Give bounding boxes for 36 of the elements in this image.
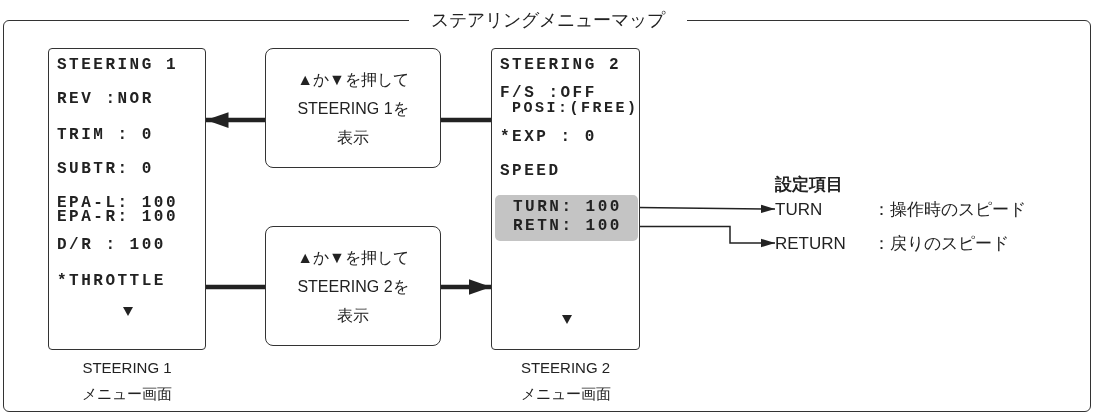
instruction-text: ▲か▼を押してSTEERING 1を表示 xyxy=(296,69,410,148)
screen-text: *EXP : 0 xyxy=(500,129,597,145)
screen-caption: STEERING 1 xyxy=(81,358,173,378)
connector-line xyxy=(206,284,265,290)
setting-description: ：操作時のスピード xyxy=(873,199,1026,221)
screen-text: EPA-R: 100 xyxy=(57,209,178,225)
setting-description: ：戻りのスピード xyxy=(873,233,1009,255)
lcd-screen xyxy=(491,48,640,350)
screen-text: TURN: 100 xyxy=(513,199,622,215)
screen-text: SUBTR: 0 xyxy=(57,161,154,177)
screen-text: STEERING 2 xyxy=(500,57,621,73)
screen-text: EPA-L: 100 xyxy=(57,195,178,211)
arrow xyxy=(441,279,491,295)
instruction-text: ▲か▼を押してSTEERING 2を表示 xyxy=(296,247,410,326)
screen-caption: STEERING 2 xyxy=(519,358,612,378)
screen-text: TRIM : 0 xyxy=(57,127,154,143)
screen-text: SPEED xyxy=(500,163,561,179)
setting-name: RETURN xyxy=(775,234,847,254)
screen-caption: メニュー画面 xyxy=(519,384,612,404)
instruction-box xyxy=(265,48,441,168)
lcd-screen xyxy=(48,48,206,350)
diagram-title: ステアリングメニューマップ xyxy=(409,8,687,32)
screen-caption: メニュー画面 xyxy=(81,384,173,404)
screen-text: *THROTTLE xyxy=(57,273,166,289)
arrow xyxy=(206,112,265,128)
instruction-box xyxy=(265,226,441,346)
screen-text: STEERING 1 xyxy=(57,57,178,73)
connector-line xyxy=(441,117,491,123)
setting-name: TURN xyxy=(775,200,824,220)
screen-text: POSI:(FREE) xyxy=(512,101,639,117)
highlight-band xyxy=(495,195,638,241)
screen-text: F/S :OFF xyxy=(500,85,597,101)
screen-text: RETN: 100 xyxy=(513,218,622,234)
screen-text: D/R : 100 xyxy=(57,237,166,253)
heading-label: 設定項目 xyxy=(775,174,843,196)
screen-text: REV :NOR xyxy=(57,91,154,107)
